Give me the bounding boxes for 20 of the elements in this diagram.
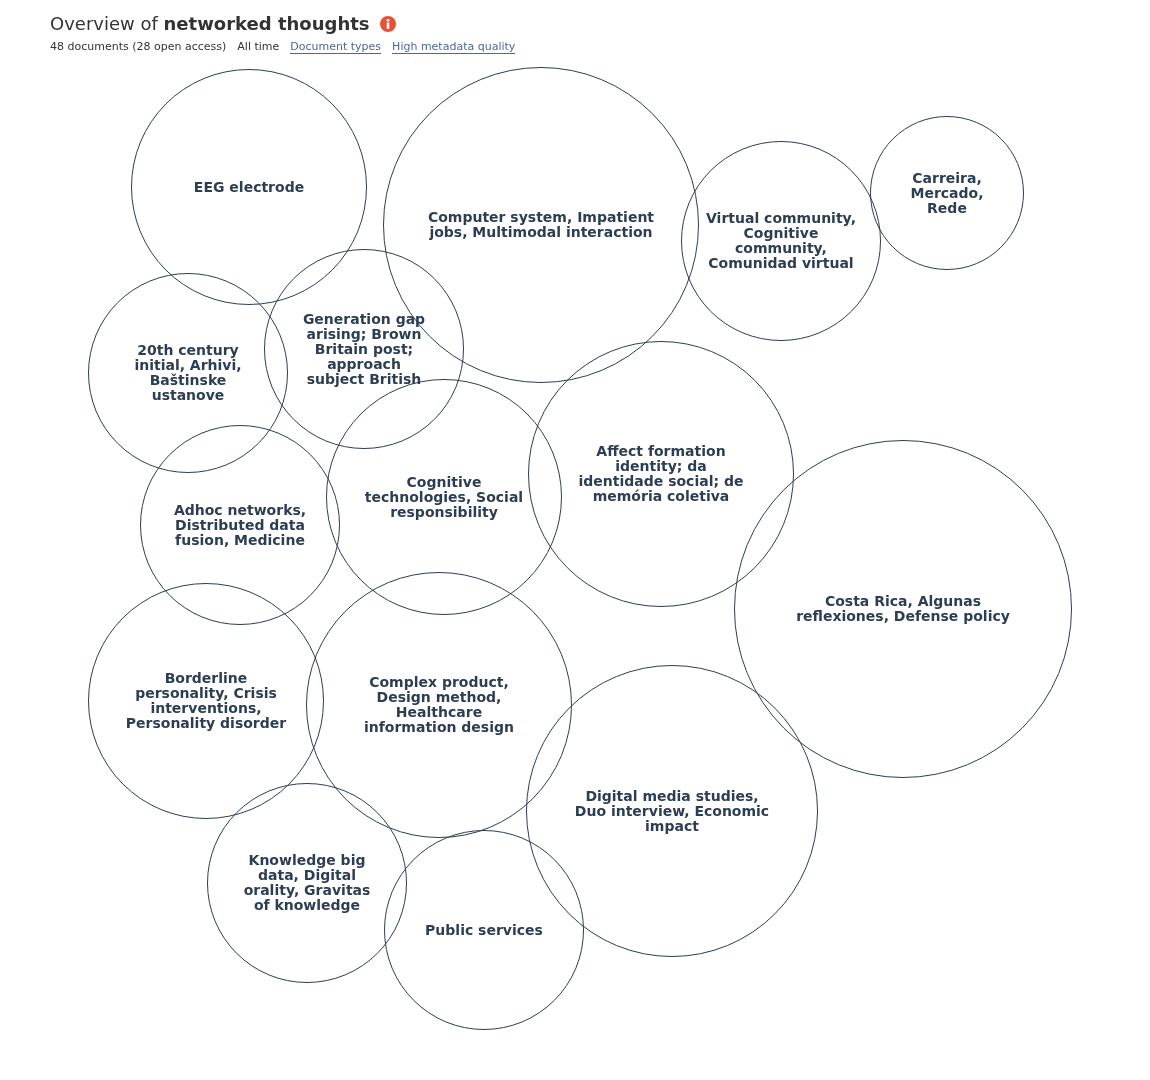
topic-label: Complex product, Design method, Healthcare information design (363, 675, 515, 735)
topic-label: 20th century initial, Arhivi, Baštinske ustanove (133, 343, 243, 403)
topic-label: Carreira, Mercado, Rede (909, 170, 985, 216)
topic-label: Cognitive technologies, Social responsibility (364, 474, 524, 520)
time-range: All time (237, 40, 280, 54)
topic-label: Generation gap arising; Brown Britain post; approach subject British (301, 311, 427, 387)
topic-label: Public services (424, 922, 544, 938)
topic-label: Borderline personality, Crisis interventions, Personality disorder (124, 671, 288, 731)
document-types-link: Document types (290, 40, 382, 54)
topic-label: Costa Rica, Algunas reflexiones, Defense policy (795, 594, 1011, 624)
map-title: Overview of networked thoughts (50, 13, 370, 34)
topic-label: Digital media studies, Duo interview, Economic impact (573, 788, 771, 834)
topic-label: Affect formation identity; da identidade social; de memória coletiva (577, 444, 745, 504)
topic-label: Adhoc networks, Distributed data fusion, Medicine (172, 502, 308, 548)
topic-label: Virtual community, Cognitive community, Comunidad virtual (706, 211, 856, 271)
document-count: 48 documents (28 open access) (50, 40, 227, 54)
topic-label: Knowledge big data, Digital orality, Gravitas of knowledge (242, 853, 372, 913)
topic-label: Computer system, Impatient jobs, Multimodal interaction (426, 210, 656, 240)
topic-label: EEG electrode (192, 179, 306, 195)
metadata-quality-link: High metadata quality (392, 40, 516, 54)
